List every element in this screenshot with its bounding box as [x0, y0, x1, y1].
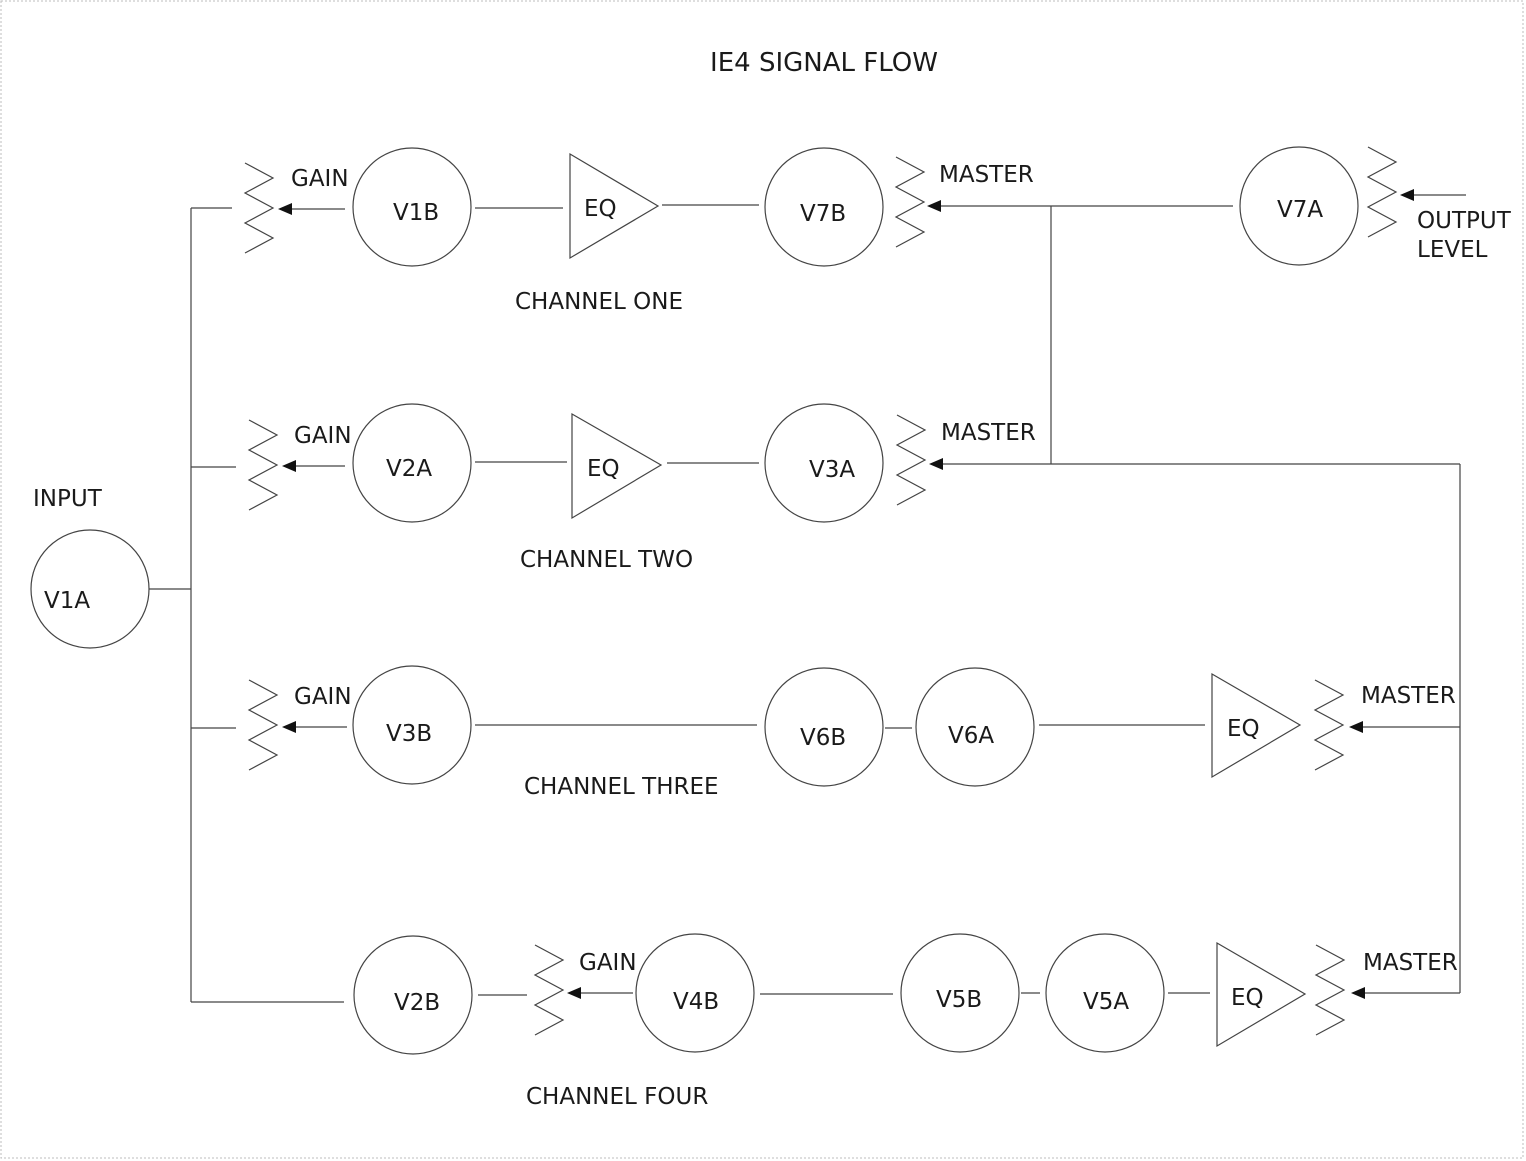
- tube-v1a: [30, 529, 150, 649]
- tube-label-v1b: V1B: [393, 200, 439, 226]
- tube-v2a: [352, 403, 472, 523]
- ch2-eq-triangle: [571, 412, 663, 520]
- tube-label-v5a: V5A: [1083, 989, 1129, 1015]
- ch1-master-label: MASTER: [939, 162, 1034, 188]
- output-label-line2: LEVEL: [1417, 237, 1488, 263]
- ch4-eq-triangle: [1216, 941, 1307, 1048]
- tube-v4b: [635, 933, 755, 1053]
- ch1-gain-pot: [243, 162, 292, 254]
- channel-two-label: CHANNEL TWO: [520, 547, 693, 573]
- diagram-title: IE4 SIGNAL FLOW: [710, 48, 938, 78]
- ch2-master-pot: [895, 414, 943, 506]
- ch2-gain-label: GAIN: [294, 423, 352, 449]
- tube-v6a: [915, 667, 1035, 787]
- eq-blocks: [569, 152, 1307, 1048]
- tube-v7a: [1239, 146, 1359, 266]
- ch1-gain-label: GAIN: [291, 166, 349, 192]
- tube-v1b: [352, 147, 472, 267]
- tubes: [30, 146, 1359, 1055]
- tube-v5a: [1045, 933, 1165, 1053]
- ch4-gain-pot: [533, 944, 581, 1036]
- tube-v3a: [764, 403, 884, 523]
- tube-label-v7b: V7B: [800, 201, 846, 227]
- ch2-eq-label: EQ: [587, 456, 620, 482]
- ch3-master-label: MASTER: [1361, 683, 1456, 709]
- output-label-line1: OUTPUT: [1417, 208, 1512, 234]
- ch2-gain-pot: [247, 419, 296, 511]
- tube-label-v6a: V6A: [948, 723, 994, 749]
- ch3-gain-label: GAIN: [294, 684, 352, 710]
- ch3-master-pot: [1313, 679, 1363, 771]
- ch1-master-pot: [894, 156, 941, 248]
- ch2-master-label: MASTER: [941, 420, 1036, 446]
- tube-label-v3a: V3A: [809, 457, 855, 483]
- labels: V1A V1B V7B V7A V2A V3A V3B V6B V6A V2B …: [33, 162, 1512, 1110]
- ch1-eq-triangle: [569, 152, 660, 260]
- ch3-gain-pot: [247, 679, 296, 771]
- tube-label-v1a: V1A: [44, 588, 90, 614]
- ch4-eq-label: EQ: [1231, 985, 1264, 1011]
- wires: [149, 194, 1466, 1003]
- ch4-master-label: MASTER: [1363, 950, 1458, 976]
- ch4-master-pot: [1314, 944, 1365, 1036]
- tube-v2b: [353, 935, 473, 1055]
- tube-v7b: [764, 147, 884, 267]
- channel-three-label: CHANNEL THREE: [524, 774, 719, 800]
- ch1-eq-label: EQ: [584, 196, 617, 222]
- tube-v5b: [900, 933, 1020, 1053]
- channel-one-label: CHANNEL ONE: [515, 289, 683, 315]
- tube-label-v5b: V5B: [936, 987, 982, 1013]
- tube-label-v2b: V2B: [394, 990, 440, 1016]
- input-label: INPUT: [33, 486, 103, 512]
- tube-label-v4b: V4B: [673, 989, 719, 1015]
- tube-v3b: [352, 665, 472, 785]
- tube-v6b: [764, 667, 884, 787]
- channel-four-label: CHANNEL FOUR: [526, 1084, 708, 1110]
- tube-label-v3b: V3B: [386, 721, 432, 747]
- potentiometers: [243, 146, 1414, 1036]
- tube-label-v7a: V7A: [1277, 197, 1323, 223]
- tube-label-v6b: V6B: [800, 725, 846, 751]
- tube-label-v2a: V2A: [386, 456, 432, 482]
- ch4-gain-label: GAIN: [579, 950, 637, 976]
- output-level-pot: [1366, 146, 1414, 238]
- ch3-eq-triangle: [1211, 672, 1302, 779]
- ch3-eq-label: EQ: [1227, 716, 1260, 742]
